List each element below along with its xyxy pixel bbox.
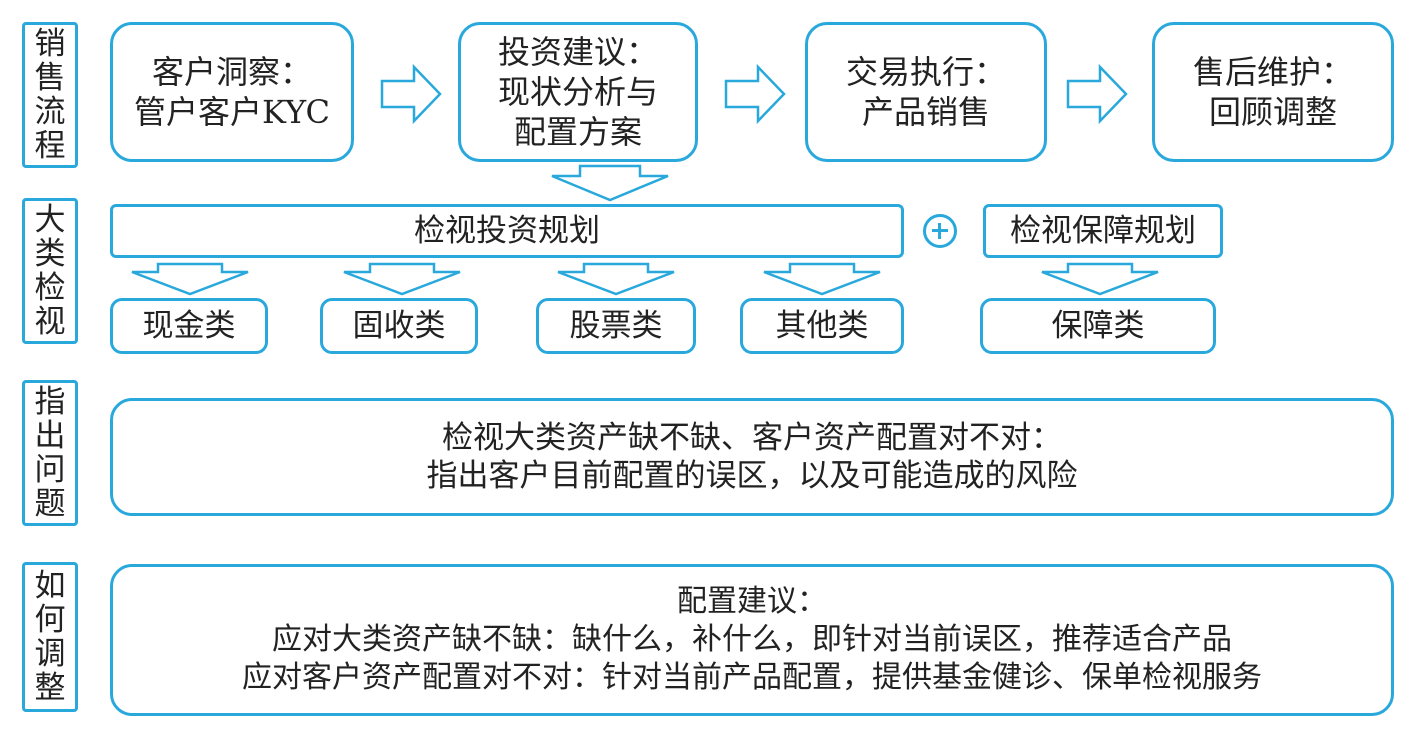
problem-description-box: 检视大类资产缺不缺、客户资产配置对不对： 指出客户目前配置的误区，以及可能造成的… bbox=[110, 398, 1394, 516]
investment-plan-review-label: 检视投资规划 bbox=[414, 213, 600, 249]
flow-step-line: 管户客户KYC bbox=[133, 93, 331, 131]
row-label-char: 视 bbox=[34, 304, 66, 340]
row-label-category-review: 大 类 检 视 bbox=[22, 198, 78, 344]
arrow-down-icon bbox=[763, 262, 881, 296]
flow-step-line: 现状分析与 bbox=[497, 73, 658, 111]
row-label-char: 问 bbox=[34, 452, 66, 488]
plus-icon bbox=[923, 214, 957, 248]
arrow-down-icon bbox=[131, 262, 249, 296]
row-label-char: 何 bbox=[34, 602, 66, 638]
problem-line: 指出客户目前配置的误区，以及可能造成的风险 bbox=[426, 458, 1078, 494]
flow-step-line: 投资建议： bbox=[497, 33, 658, 71]
category-other: 其他类 bbox=[740, 298, 904, 354]
arrow-right-icon bbox=[380, 63, 442, 125]
flow-step-investment-advice: 投资建议： 现状分析与 配置方案 bbox=[458, 22, 698, 162]
flow-step-line: 交易执行： bbox=[845, 53, 1006, 91]
adjustment-line: 配置建议： bbox=[677, 584, 827, 619]
flow-step-line: 配置方案 bbox=[513, 113, 642, 151]
row-label-char: 调 bbox=[34, 636, 66, 672]
row-label-char: 检 bbox=[34, 270, 66, 306]
row-label-char: 流 bbox=[34, 94, 66, 130]
protection-plan-review: 检视保障规划 bbox=[983, 204, 1223, 258]
row-label-char: 如 bbox=[34, 568, 66, 604]
row-label-char: 整 bbox=[34, 670, 66, 706]
category-label: 现金类 bbox=[142, 308, 236, 344]
row-label-char: 销 bbox=[34, 26, 66, 62]
row-label-char: 大 bbox=[34, 202, 66, 238]
flow-step-line: 产品销售 bbox=[861, 93, 990, 131]
adjustment-advice-box: 配置建议： 应对大类资产缺不缺：缺什么，补什么，即针对当前误区，推荐适合产品 应… bbox=[110, 564, 1394, 716]
row-label-how-to-adjust: 如 何 调 整 bbox=[22, 562, 78, 712]
problem-line: 检视大类资产缺不缺、客户资产配置对不对： bbox=[442, 420, 1062, 456]
category-fixed-income: 固收类 bbox=[320, 298, 478, 354]
arrow-right-icon bbox=[724, 63, 786, 125]
flow-step-line: 客户洞察： bbox=[151, 53, 312, 91]
category-label: 其他类 bbox=[775, 308, 869, 344]
category-cash: 现金类 bbox=[110, 298, 268, 354]
arrow-down-icon bbox=[1041, 262, 1159, 296]
arrow-right-icon bbox=[1066, 63, 1128, 125]
category-label: 固收类 bbox=[352, 308, 446, 344]
row-label-char: 类 bbox=[34, 236, 66, 272]
category-label: 股票类 bbox=[569, 308, 663, 344]
row-label-char: 售 bbox=[34, 60, 66, 96]
investment-plan-review: 检视投资规划 bbox=[110, 204, 904, 258]
arrow-down-icon bbox=[557, 262, 675, 296]
row-label-identify-problem: 指 出 问 题 bbox=[22, 380, 78, 526]
arrow-down-icon bbox=[343, 262, 461, 296]
category-label: 保障类 bbox=[1051, 308, 1145, 344]
adjustment-line: 应对客户资产配置对不对：针对当前产品配置，提供基金健诊、保单检视服务 bbox=[242, 660, 1262, 695]
row-label-char: 题 bbox=[34, 486, 66, 522]
flow-step-line: 售后维护： bbox=[1192, 53, 1353, 91]
row-label-sales-process: 销 售 流 程 bbox=[22, 22, 78, 168]
category-protection: 保障类 bbox=[980, 298, 1216, 354]
category-stock: 股票类 bbox=[536, 298, 696, 354]
flow-step-trade-execution: 交易执行： 产品销售 bbox=[805, 22, 1047, 162]
flow-step-line: 回顾调整 bbox=[1208, 93, 1337, 131]
flow-step-customer-insight: 客户洞察： 管户客户KYC bbox=[110, 22, 354, 162]
adjustment-line: 应对大类资产缺不缺：缺什么，补什么，即针对当前误区，推荐适合产品 bbox=[272, 622, 1232, 657]
row-label-char: 指 bbox=[34, 384, 66, 420]
row-label-char: 程 bbox=[34, 128, 66, 164]
arrow-down-icon bbox=[551, 164, 669, 202]
flow-step-after-sales: 售后维护： 回顾调整 bbox=[1152, 22, 1394, 162]
row-label-char: 出 bbox=[34, 418, 66, 454]
protection-plan-review-label: 检视保障规划 bbox=[1010, 213, 1196, 249]
